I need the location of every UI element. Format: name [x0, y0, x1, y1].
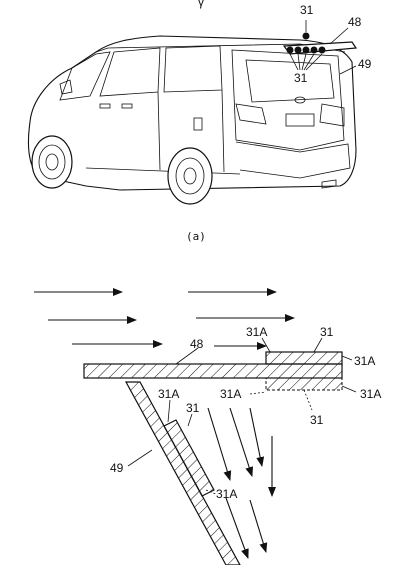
leader-31A-bottom-right — [341, 385, 357, 393]
side-window-middle — [163, 45, 223, 93]
license-plate — [285, 113, 315, 127]
leader-49 — [339, 65, 357, 75]
label-31A-window-b: 31A — [216, 487, 237, 501]
sliding-door-line — [157, 89, 225, 173]
leader-31A-window-b — [205, 489, 217, 495]
tail-lamp-left — [235, 103, 267, 125]
label-31-group: 31 — [294, 71, 308, 85]
windshield — [59, 51, 111, 101]
top-mark: γ — [198, 0, 204, 9]
emblem — [294, 96, 306, 104]
leader-31-window — [187, 413, 193, 427]
rear-wheel — [167, 147, 213, 205]
downwash-arrow — [225, 497, 249, 559]
label-31-bottom: 31 — [310, 413, 324, 427]
label-49-b: 49 — [110, 461, 124, 475]
rear-window-section — [124, 381, 241, 565]
label-31A-top: 31A — [246, 325, 267, 339]
label-49: 49 — [358, 57, 372, 71]
side-mirror — [59, 79, 73, 95]
rocker-line — [85, 167, 241, 175]
door-handle-front — [99, 103, 111, 109]
leader-49-b — [127, 449, 153, 467]
leader-48-b — [175, 347, 199, 365]
rear-bumper — [235, 141, 351, 179]
device-dot-1 — [286, 46, 294, 54]
label-31-window: 31 — [186, 401, 200, 415]
label-31A-right: 31A — [354, 354, 375, 368]
tail-lamp-right — [319, 103, 345, 127]
device-dot-4 — [310, 46, 318, 54]
caption-a: (a) — [186, 230, 206, 243]
leader-48 — [329, 27, 349, 45]
rear-liftgate — [231, 49, 345, 151]
label-48-b: 48 — [190, 337, 204, 351]
door-handle-rear — [121, 103, 133, 109]
downwash-arrow — [249, 407, 265, 467]
label-31A-bottom-right: 31A — [360, 387, 381, 401]
label-48: 48 — [348, 15, 362, 29]
rear-window-glass — [245, 59, 335, 103]
exhaust — [321, 179, 337, 189]
spoiler-section — [83, 363, 343, 379]
van-drawing: γ — [27, 0, 372, 205]
device-dot-3 — [302, 46, 310, 54]
leader-31-top-b — [313, 337, 323, 353]
leader-31A-right — [341, 355, 353, 361]
device-bottom — [265, 377, 343, 391]
side-window-front — [99, 47, 161, 97]
device-dot-top — [302, 32, 310, 40]
fuel-door — [193, 117, 203, 131]
device-window — [163, 419, 215, 497]
leader-31-group — [289, 53, 323, 71]
device-top — [265, 351, 343, 365]
airflow-diagram: 31A 31 48 31A 31A 31A 31 31A 31 49 31A — [34, 288, 381, 565]
device-dot-5 — [318, 46, 326, 54]
downwash-arrow — [207, 407, 232, 481]
leader-31A-window — [167, 399, 171, 423]
label-31-top: 31 — [300, 3, 314, 17]
leader-31A-top — [261, 337, 271, 353]
front-wheel — [31, 135, 73, 189]
label-31-top-b: 31 — [320, 325, 334, 339]
label-31A-window: 31A — [158, 387, 179, 401]
leader-31A-bottom-left — [249, 391, 267, 395]
label-31A-bottom-left: 31A — [220, 387, 241, 401]
device-dot-2 — [294, 46, 302, 54]
leader-31-bottom — [303, 389, 313, 411]
downwash-arrow — [229, 407, 254, 477]
downwash-arrow — [249, 499, 268, 553]
